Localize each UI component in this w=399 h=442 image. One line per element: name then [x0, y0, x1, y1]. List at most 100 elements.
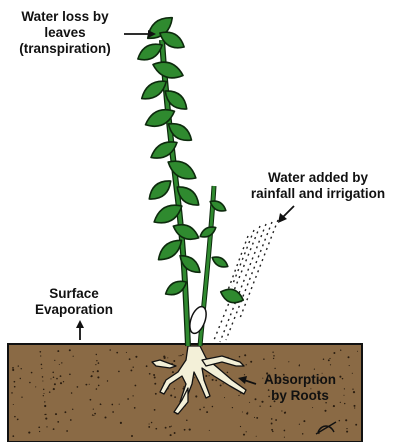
soil-speckle: [256, 417, 258, 419]
soil-speckle: [263, 358, 265, 360]
soil-speckle: [246, 364, 247, 365]
soil-speckle: [46, 426, 47, 427]
soil-speckle: [54, 360, 55, 361]
soil-speckle: [223, 383, 224, 384]
soil-speckle: [14, 386, 16, 388]
soil-speckle: [244, 354, 246, 356]
plant: [135, 12, 246, 346]
soil-speckle: [53, 428, 55, 430]
soil-speckle: [94, 413, 96, 415]
soil-speckle: [55, 413, 57, 415]
soil-speckle: [56, 378, 58, 380]
soil-speckle: [72, 409, 73, 410]
soil-speckle: [146, 365, 148, 367]
soil-speckle: [92, 371, 93, 372]
soil-speckle: [93, 415, 94, 416]
soil-speckle: [284, 437, 285, 438]
soil-speckle: [127, 398, 129, 400]
soil-speckle: [209, 375, 210, 376]
soil-speckle: [28, 432, 30, 434]
soil-speckle: [232, 407, 233, 408]
soil-speckle: [135, 385, 137, 387]
soil-speckle: [69, 374, 71, 376]
soil-speckle: [354, 407, 355, 408]
soil-speckle: [240, 426, 241, 427]
evaporation-label-line-2: Evaporation: [10, 302, 138, 318]
evaporation-label-line-1: Surface: [10, 286, 138, 302]
soil-speckle: [184, 429, 186, 431]
soil-speckle: [31, 372, 33, 374]
soil-speckle: [11, 392, 13, 394]
soil-speckle: [270, 405, 272, 407]
soil-speckle: [256, 436, 257, 437]
soil-speckle: [42, 376, 44, 378]
soil-speckle: [60, 382, 62, 384]
soil-speckle: [17, 419, 18, 420]
soil-speckle: [90, 399, 92, 401]
soil-speckle: [339, 420, 341, 422]
soil-speckle: [205, 375, 207, 377]
soil-speckle: [215, 380, 217, 382]
soil-speckle: [163, 356, 165, 358]
soil-speckle: [44, 401, 45, 402]
soil-speckle: [40, 355, 41, 356]
soil-speckle: [89, 384, 90, 385]
soil-speckle: [246, 431, 247, 432]
soil-speckle: [330, 364, 331, 365]
soil-speckle: [44, 405, 46, 407]
soil-speckle: [272, 431, 274, 433]
soil-speckle: [346, 428, 347, 429]
transpiration-label-line-3: (transpiration): [6, 41, 124, 57]
soil-speckle: [288, 361, 289, 362]
soil-speckle: [97, 376, 99, 378]
soil-speckle: [92, 414, 93, 415]
root-absorption-label: Absorption by Roots: [254, 372, 346, 404]
soil-speckle: [97, 370, 99, 372]
soil-speckle: [247, 412, 248, 413]
soil-speckle: [52, 372, 54, 374]
soil-speckle: [149, 423, 150, 424]
soil-speckle: [329, 358, 330, 359]
soil-speckle: [254, 417, 255, 418]
soil-speckle: [100, 404, 101, 405]
leaves: [135, 12, 246, 306]
soil-speckle: [212, 406, 214, 408]
soil-speckle: [50, 378, 51, 379]
soil-speckle: [238, 395, 239, 396]
soil-speckle: [35, 386, 36, 387]
soil-speckle: [18, 365, 19, 366]
rainfall-label-line-2: rainfall and irrigation: [238, 186, 398, 202]
soil-speckle: [174, 388, 175, 389]
soil-speckle: [42, 380, 43, 381]
soil-speckle: [246, 413, 248, 415]
soil-speckle: [243, 434, 245, 436]
soil-speckle: [271, 418, 273, 420]
soil-speckle: [59, 364, 60, 365]
soil-speckle: [38, 426, 40, 428]
soil-speckle: [271, 423, 273, 425]
soil-speckle: [96, 388, 98, 390]
soil-speckle: [179, 355, 180, 356]
soil-speckle: [155, 393, 157, 395]
soil-speckle: [154, 383, 156, 385]
leaf: [165, 156, 200, 184]
soil-speckle: [186, 420, 188, 422]
soil-speckle: [13, 404, 14, 405]
soil-speckle: [20, 378, 21, 379]
soil-speckle: [357, 351, 358, 352]
rain-streaks: [214, 220, 278, 342]
soil-speckle: [119, 404, 120, 405]
soil-speckle: [148, 426, 150, 428]
soil-speckle: [349, 365, 350, 366]
soil-speckle: [98, 385, 100, 387]
soil-speckle: [126, 352, 127, 353]
soil-speckle: [53, 377, 55, 379]
soil-speckle: [49, 391, 51, 393]
soil-speckle: [242, 411, 243, 412]
soil-speckle: [227, 372, 229, 374]
surface-evaporation-label: Surface Evaporation: [10, 286, 138, 318]
soil-speckle: [43, 389, 44, 390]
transpiration-label: Water loss by leaves (transpiration): [6, 9, 124, 57]
soil-speckle: [21, 368, 22, 369]
